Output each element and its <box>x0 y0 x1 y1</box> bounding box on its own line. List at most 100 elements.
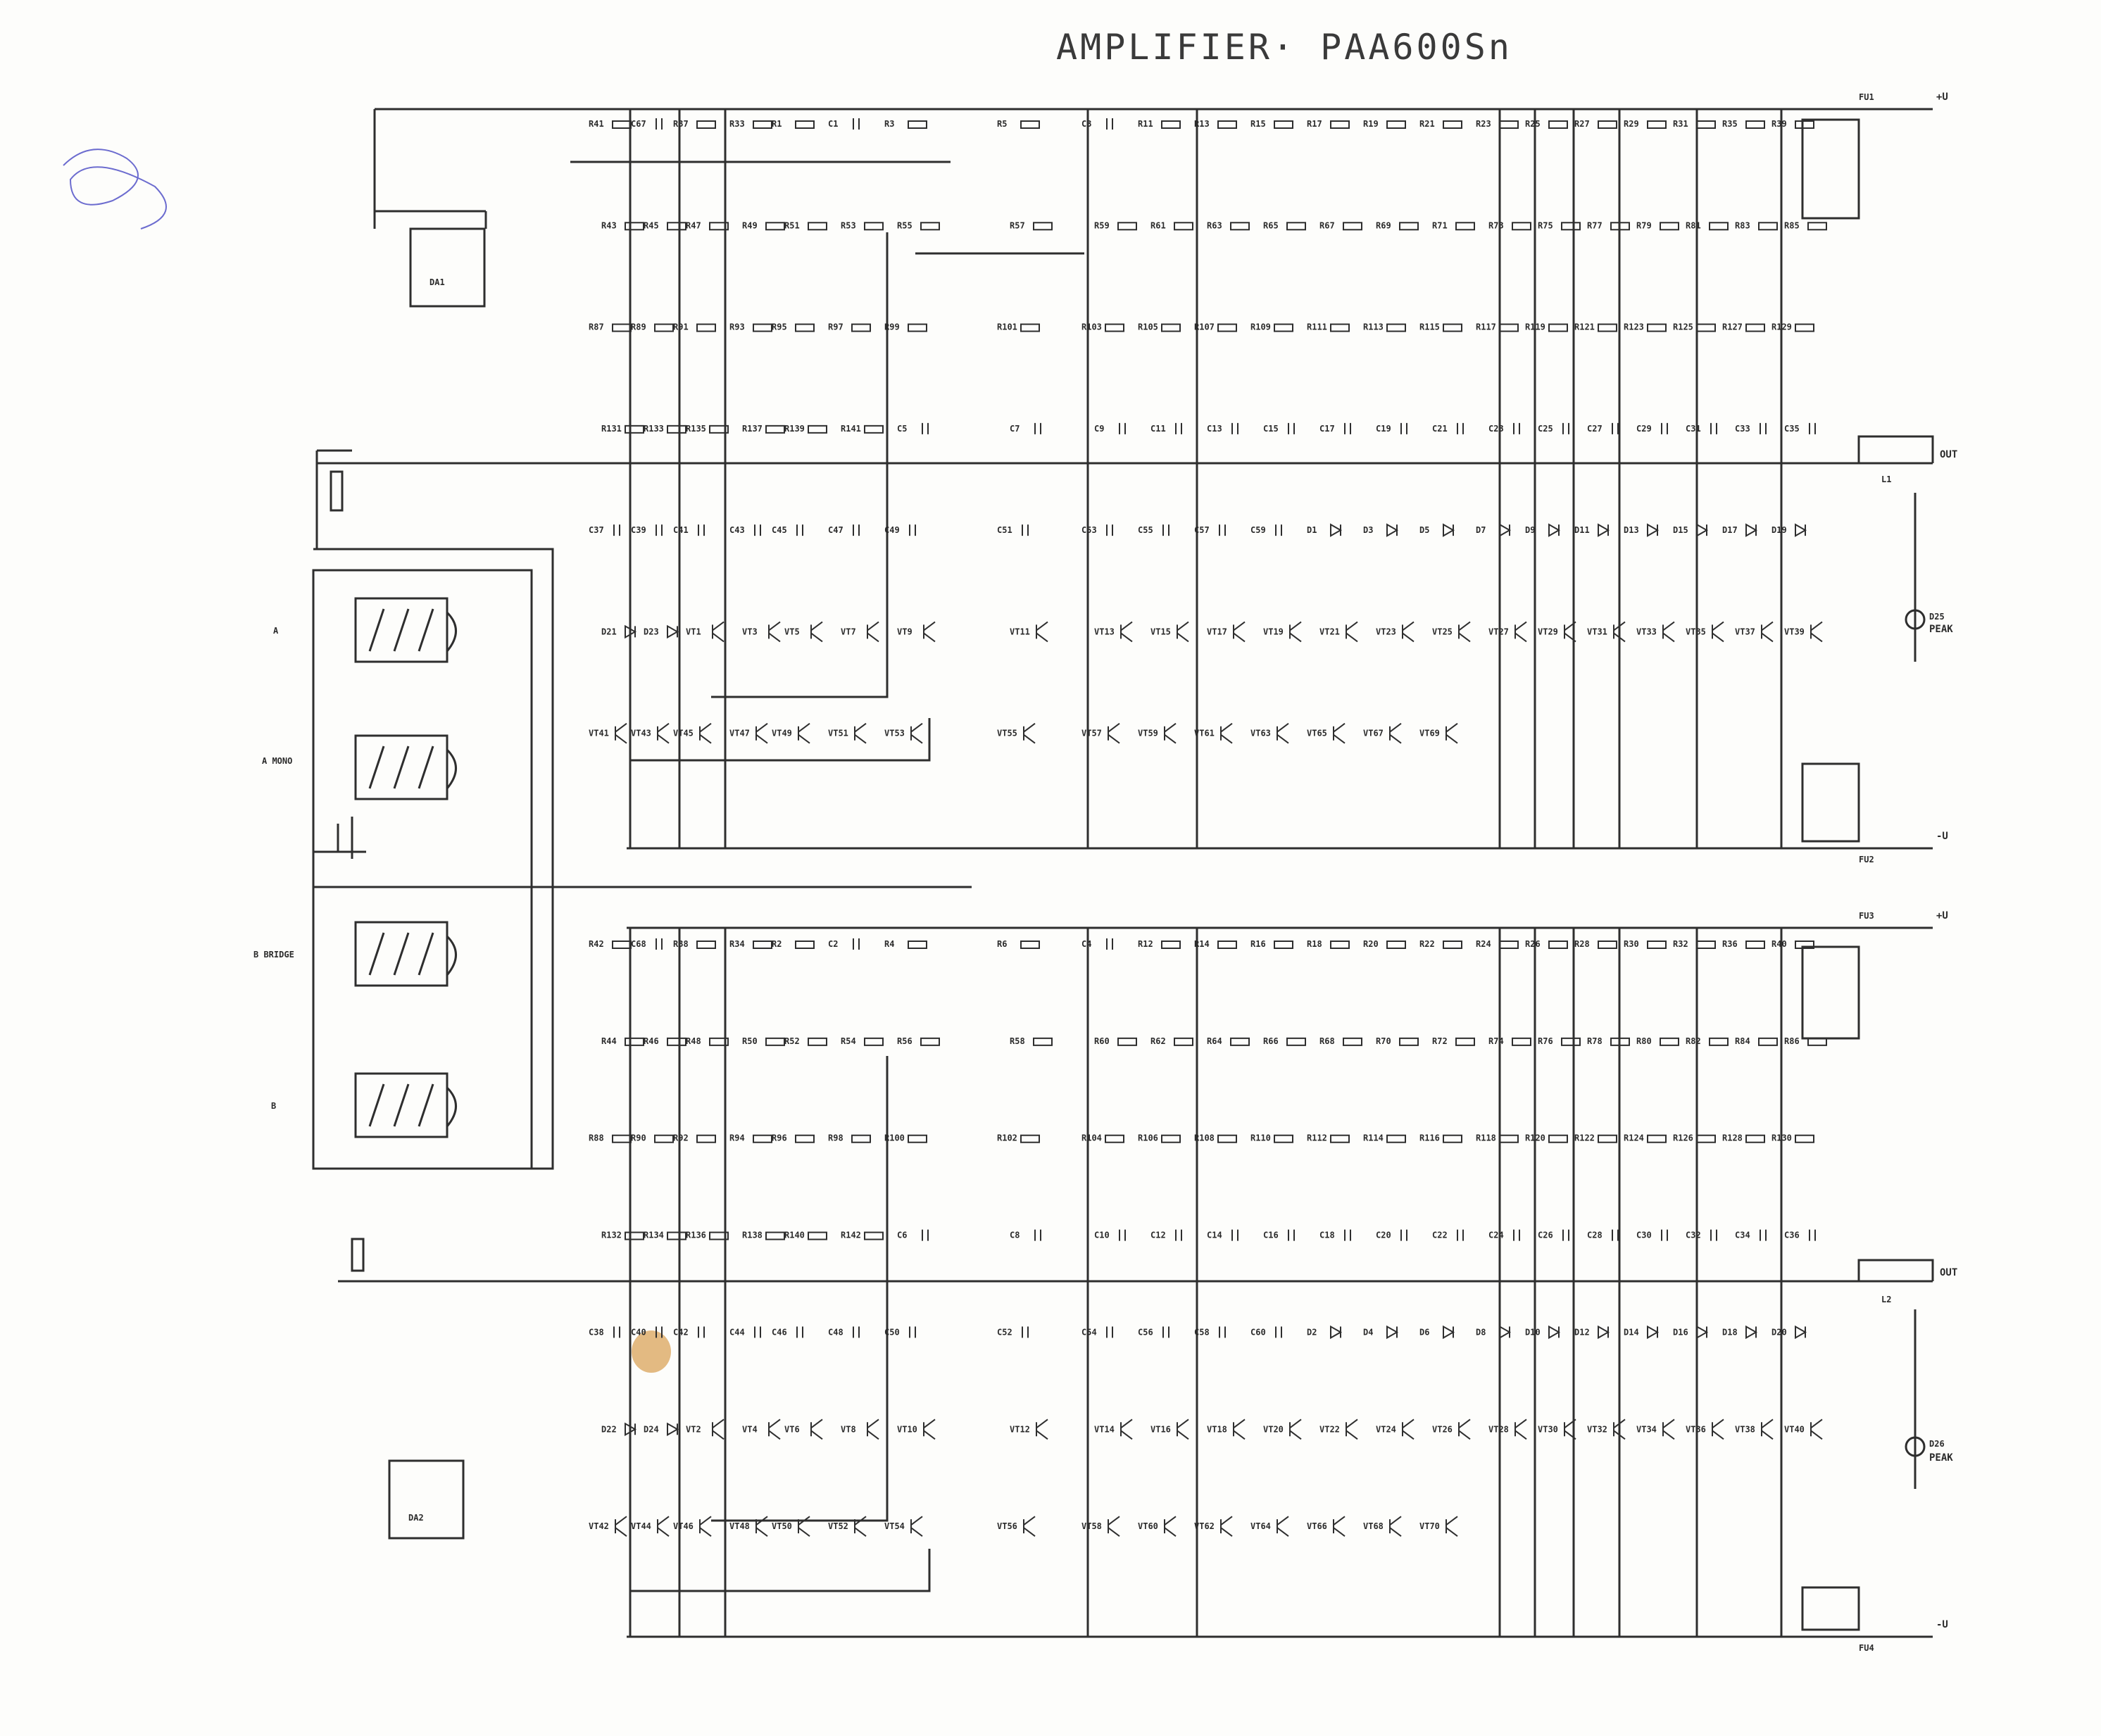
label-da1: DA1 <box>429 277 445 287</box>
top-r63 <box>1230 222 1250 231</box>
bottom-label: R58 <box>1010 1036 1025 1046</box>
bottom-label: R98 <box>828 1133 843 1143</box>
bottom-r14 <box>1217 941 1237 949</box>
top-r69 <box>1399 222 1419 231</box>
top-label: VT59 <box>1138 729 1158 738</box>
bottom-label: C50 <box>884 1327 900 1337</box>
bottom-c46 <box>796 1326 803 1338</box>
top-c21 <box>1457 422 1464 434</box>
top-label: R1 <box>772 119 782 129</box>
top-d3 <box>1386 523 1399 537</box>
top-r65 <box>1286 222 1306 231</box>
top-c1 <box>853 118 860 130</box>
bottom-r92 <box>696 1134 716 1143</box>
bottom-label: D16 <box>1673 1327 1688 1337</box>
top-label: D21 <box>601 627 617 636</box>
top-r83 <box>1758 222 1778 231</box>
top-vt67 <box>1389 722 1402 744</box>
top-r53 <box>864 222 884 231</box>
bottom-label: R66 <box>1263 1036 1279 1046</box>
bottom-r114 <box>1386 1134 1406 1143</box>
bottom-label: VT12 <box>1010 1424 1030 1434</box>
top-r139 <box>808 424 827 434</box>
bottom-label: R94 <box>729 1133 745 1143</box>
bottom-r134 <box>667 1231 686 1240</box>
top-r15 <box>1274 120 1293 129</box>
bottom-r38 <box>696 941 716 949</box>
top-label: VT35 <box>1686 627 1706 636</box>
label-led-bottom: D26 <box>1929 1439 1945 1449</box>
bottom-r132 <box>625 1231 644 1240</box>
top-label: C39 <box>631 525 646 535</box>
top-r121 <box>1598 323 1617 332</box>
bottom-label: VT10 <box>897 1424 917 1434</box>
top-label: R31 <box>1673 119 1688 129</box>
bottom-label: R44 <box>601 1036 617 1046</box>
top-r105 <box>1161 323 1181 332</box>
bottom-d6 <box>1443 1325 1455 1340</box>
top-vt29 <box>1564 621 1576 643</box>
top-r11 <box>1161 120 1181 129</box>
label-l1: L1 <box>1881 474 1891 484</box>
top-label: R5 <box>997 119 1007 129</box>
top-label: VT9 <box>897 627 912 636</box>
top-label: R63 <box>1207 220 1222 230</box>
top-vt47 <box>755 722 768 744</box>
bottom-vt28 <box>1514 1419 1527 1440</box>
top-label: R135 <box>686 424 706 434</box>
top-label: R43 <box>601 220 617 230</box>
top-label: VT39 <box>1784 627 1805 636</box>
top-vt59 <box>1164 722 1177 744</box>
bottom-d22 <box>625 1422 637 1437</box>
bottom-label: R42 <box>589 939 604 949</box>
top-c33 <box>1760 422 1767 434</box>
top-label: VT43 <box>631 729 651 738</box>
top-vt69 <box>1445 722 1458 744</box>
bottom-c20 <box>1400 1229 1407 1241</box>
bottom-label: C56 <box>1138 1327 1153 1337</box>
top-c53 <box>1106 524 1113 536</box>
bottom-d4 <box>1386 1325 1399 1340</box>
bottom-label: R50 <box>742 1036 758 1046</box>
top-label: R139 <box>784 424 805 434</box>
bottom-label: R78 <box>1587 1036 1603 1046</box>
top-label: D13 <box>1624 525 1639 535</box>
bottom-label: VT68 <box>1363 1521 1384 1531</box>
top-label: D17 <box>1722 525 1738 535</box>
top-c27 <box>1612 422 1619 434</box>
top-label: C19 <box>1376 424 1391 434</box>
top-label: R61 <box>1150 220 1166 230</box>
bottom-vt40 <box>1810 1419 1823 1440</box>
bottom-c40 <box>656 1326 663 1338</box>
bottom-r90 <box>654 1134 674 1143</box>
bottom-label: D18 <box>1722 1327 1738 1337</box>
bottom-label: VT46 <box>673 1521 694 1531</box>
relay-3 <box>354 921 457 987</box>
bottom-c58 <box>1219 1326 1226 1338</box>
top-label: R11 <box>1138 119 1153 129</box>
bottom-r68 <box>1343 1037 1362 1046</box>
bottom-r108 <box>1217 1134 1237 1143</box>
top-c25 <box>1562 422 1569 434</box>
bottom-label: R32 <box>1673 939 1688 949</box>
bottom-r58 <box>1033 1037 1053 1046</box>
bottom-r48 <box>709 1037 729 1046</box>
bottom-c32 <box>1710 1229 1717 1241</box>
top-r119 <box>1548 323 1568 332</box>
top-label: R119 <box>1525 322 1545 332</box>
label-fu3: FU3 <box>1859 911 1874 921</box>
top-c31 <box>1710 422 1717 434</box>
top-r47 <box>709 222 729 231</box>
bottom-label: VT36 <box>1686 1424 1706 1434</box>
bottom-vt58 <box>1108 1516 1120 1537</box>
top-label: R49 <box>742 220 758 230</box>
bottom-label: R68 <box>1319 1036 1335 1046</box>
bottom-r34 <box>753 941 772 949</box>
label-out-top: OUT <box>1940 449 1957 460</box>
top-label: C3 <box>1081 119 1091 129</box>
top-r27 <box>1598 120 1617 129</box>
bottom-c38 <box>613 1326 620 1338</box>
top-r107 <box>1217 323 1237 332</box>
bottom-vt68 <box>1389 1516 1402 1537</box>
bottom-d20 <box>1795 1325 1807 1340</box>
